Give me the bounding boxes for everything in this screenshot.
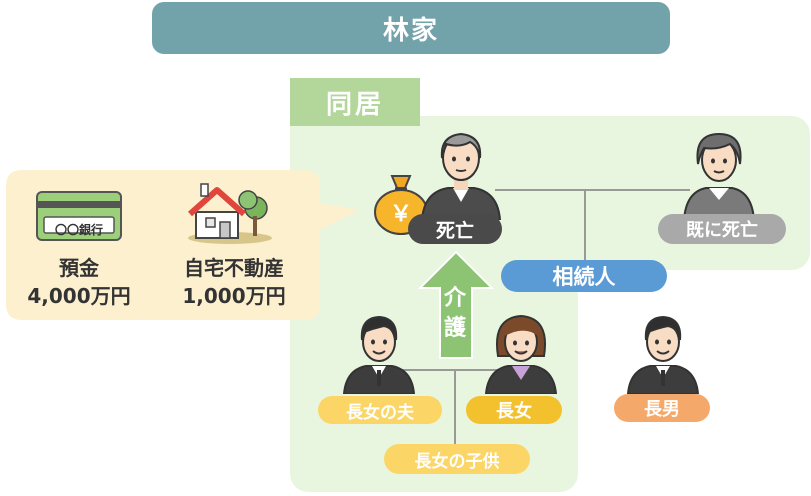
husband-badge: 長女の夫 (318, 396, 442, 424)
bank-card-icon (36, 191, 122, 241)
care-label: 介護 (443, 286, 466, 341)
eldest-son-avatar (626, 315, 700, 394)
mother-avatar (682, 132, 756, 220)
asset-amount-home: 1,000万円 (182, 284, 286, 308)
heirs-badge: 相続人 (501, 260, 667, 292)
asset-amount-savings: 4,000万円 (27, 284, 131, 308)
household-label: 同居 (290, 78, 420, 126)
mother-status-badge: 既に死亡 (658, 214, 786, 244)
asset-name-home: 自宅不動産 (184, 256, 284, 280)
father-avatar (420, 132, 502, 220)
money-bag-symbol: ￥ (389, 202, 412, 227)
grandchild-badge: 長女の子供 (384, 444, 530, 474)
house-icon (188, 183, 272, 244)
eldest-daughter-badge: 長女 (466, 396, 562, 424)
eldest-daughter-avatar (484, 314, 558, 394)
asset-name-savings: 預金 (59, 256, 99, 280)
eldest-son-badge: 長男 (614, 394, 710, 422)
household-zone (290, 116, 578, 492)
care-arrow-icon (418, 250, 494, 359)
card-text: 〇〇銀行 (54, 223, 103, 237)
family-title: 林家 (152, 2, 670, 54)
husband-avatar (342, 315, 416, 394)
father-status-badge: 死亡 (408, 214, 502, 244)
